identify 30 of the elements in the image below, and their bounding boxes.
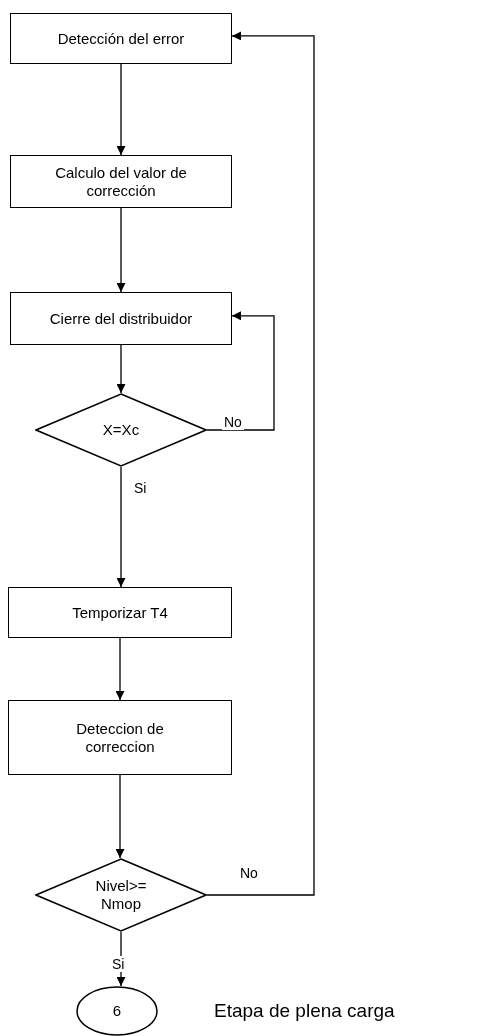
process-box <box>10 155 232 208</box>
node-text: 6 <box>112 1002 122 1020</box>
node-text: Detección del error <box>57 29 185 48</box>
process-box <box>8 700 232 775</box>
node-text: Cierre del distribuidor <box>49 309 193 328</box>
decision-diamond <box>35 858 207 932</box>
edge-label: No <box>222 414 244 430</box>
edge-label: Si <box>132 480 149 496</box>
arrow <box>116 931 126 987</box>
node-text: Temporizar T4 <box>72 603 168 622</box>
edge-label: No <box>238 865 260 881</box>
arrow <box>116 63 126 156</box>
node-text: X=Xc <box>102 421 140 439</box>
arrow <box>206 311 275 431</box>
arrow <box>115 637 125 701</box>
arrow <box>115 774 125 859</box>
process-box <box>10 13 232 64</box>
arrow <box>116 344 126 394</box>
arrow <box>116 466 126 588</box>
node-text: Calculo del valor de corrección <box>54 163 188 200</box>
arrow <box>206 31 315 896</box>
process-box <box>10 292 232 345</box>
node-text: Deteccion de correccion <box>75 719 165 756</box>
caption-text: Etapa de plena carga <box>214 1000 395 1022</box>
arrow <box>116 207 126 293</box>
decision-diamond <box>35 393 207 467</box>
node-text: Nivel>= Nmop <box>94 877 148 913</box>
process-box <box>8 587 232 638</box>
connector-circle <box>76 986 158 1036</box>
edge-label: Si <box>110 956 127 972</box>
